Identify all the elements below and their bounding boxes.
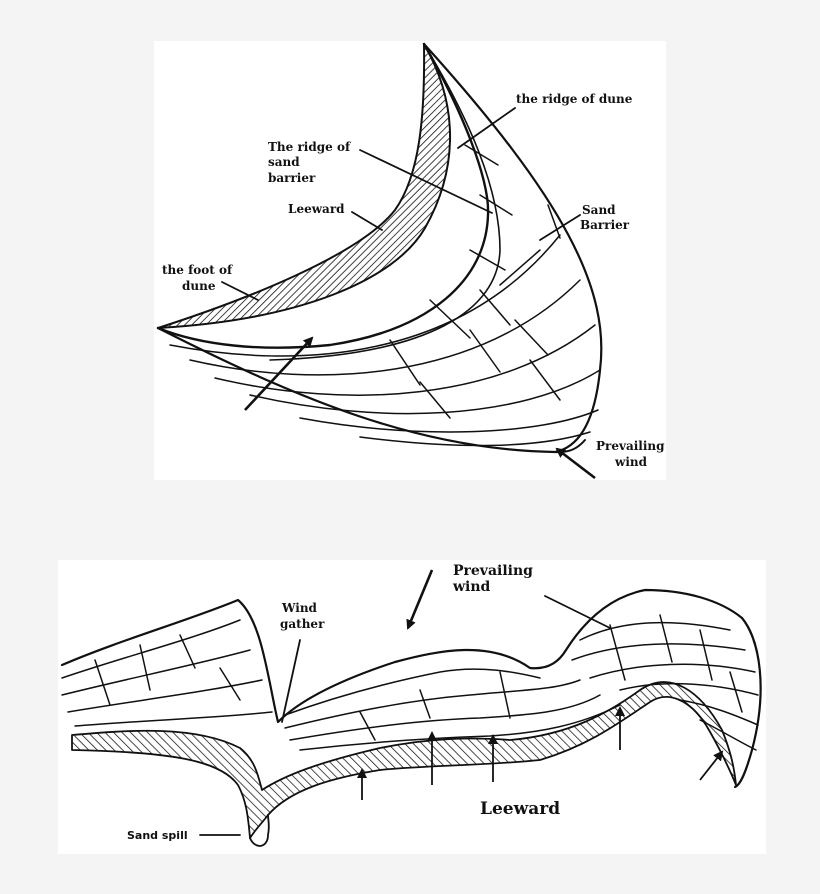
- label-ridge-of-sand-barrier-2: sand: [268, 155, 300, 169]
- label-foot-of-dune-2: dune: [182, 279, 216, 293]
- label-prevailing-wind-top-1: Prevailing: [596, 439, 665, 453]
- leeward-band-hatched: [71, 681, 737, 839]
- sand-barrier-ridge: [269, 43, 501, 361]
- dune-chain-top-outline: [60, 588, 762, 789]
- label-wind-gather-1: Wind: [281, 601, 318, 615]
- wind-arrow-prevailing-top: [555, 447, 596, 480]
- label-sand-barrier-2: Barrier: [580, 218, 630, 232]
- label-leeward-bottom: Leeward: [480, 799, 560, 819]
- label-prevailing-wind-bottom-1: Prevailing: [453, 563, 533, 579]
- label-foot-of-dune-1: the foot of: [162, 263, 233, 277]
- label-wind-gather-2: gather: [280, 617, 325, 631]
- barchan-dune: [156, 42, 603, 454]
- dune-grid-lines: [169, 144, 601, 447]
- label-ridge-of-dune: the ridge of dune: [516, 92, 633, 106]
- wind-arrow-inner: [244, 336, 314, 411]
- upward-arrows: [357, 706, 724, 800]
- label-ridge-of-sand-barrier-1: The ridge of: [268, 140, 351, 154]
- label-prevailing-wind-top-2: wind: [614, 455, 648, 469]
- wind-arrow-prevailing-bottom: [406, 569, 434, 630]
- dune-ridge-line: [156, 42, 490, 349]
- label-ridge-of-sand-barrier-3: barrier: [268, 171, 316, 185]
- dune-chain-cross-lines: [94, 614, 743, 741]
- top-leader-lines: [221, 107, 581, 301]
- label-sand-barrier-1: Sand: [582, 203, 616, 217]
- dune-chain: [60, 588, 762, 847]
- label-prevailing-wind-bottom-2: wind: [452, 579, 491, 595]
- label-leeward-top: Leeward: [288, 202, 345, 216]
- dune-body-outline: [156, 42, 603, 454]
- bottom-leader-lines: [199, 595, 611, 836]
- bottom-panel-background: [58, 560, 766, 854]
- sand-spill-lobe: [249, 814, 270, 847]
- up-arrow: [699, 750, 724, 781]
- label-sand-spill: Sand spill: [127, 829, 188, 842]
